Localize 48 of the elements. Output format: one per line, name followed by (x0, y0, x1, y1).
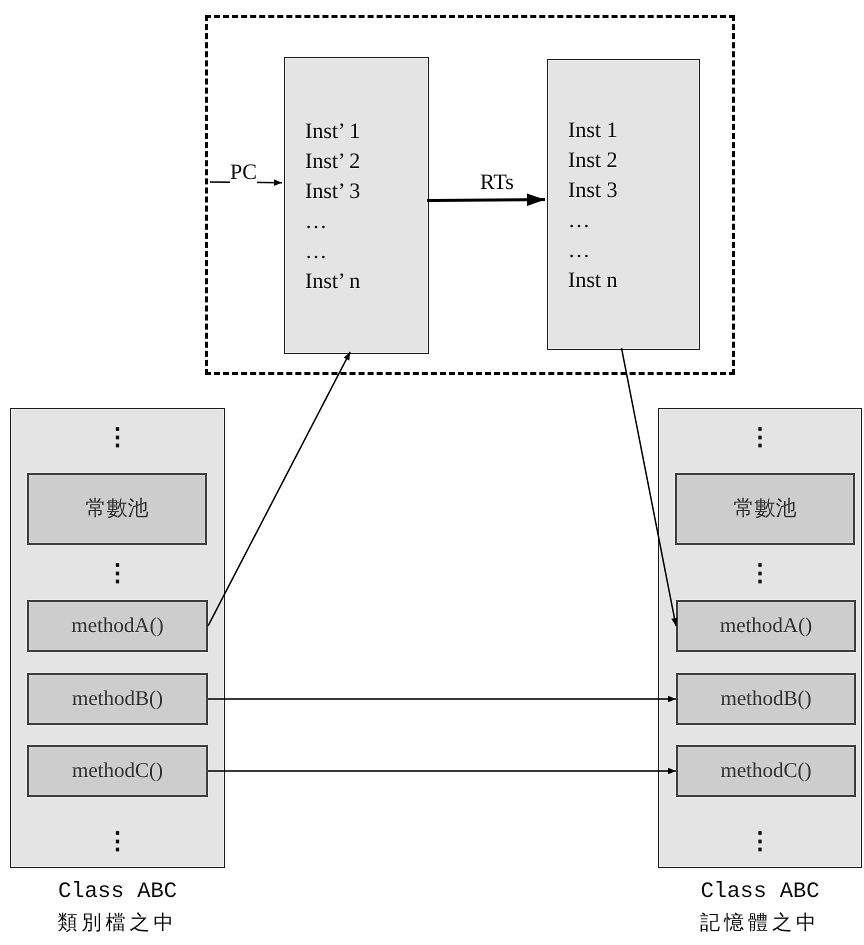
instruction-text: … (568, 236, 590, 264)
instruction-text: Inst 1 (568, 116, 618, 144)
caption-text: Class ABC (58, 878, 177, 906)
instruction-text: Inst’ 1 (305, 116, 360, 144)
instruction-list-box (284, 57, 429, 354)
arrow (620, 348, 678, 626)
ellipsis-text: ⋮ (748, 424, 772, 453)
instruction-text: Inst’ 3 (305, 176, 360, 204)
member-box (27, 600, 208, 652)
instruction-text: Inst’ 2 (305, 146, 360, 174)
member-label: 常數池 (734, 495, 796, 522)
caption-text: 記憶體之中 (700, 911, 820, 936)
member-label: methodB() (72, 685, 163, 712)
member-label: methodB() (720, 685, 812, 712)
instruction-text: Inst 3 (568, 176, 618, 204)
instruction-text: Inst 2 (568, 146, 618, 174)
instruction-text: … (305, 206, 327, 234)
caption-text: 類別檔之中 (58, 911, 178, 936)
member-box (27, 473, 207, 545)
member-box (675, 473, 855, 545)
ellipsis-text: ⋮ (106, 424, 130, 453)
ellipsis-text: ⋮ (748, 560, 772, 589)
instruction-text: … (568, 206, 590, 234)
instruction-list-box (547, 59, 700, 350)
ellipsis-text: ⋮ (106, 828, 130, 857)
member-label: 常數池 (86, 495, 148, 522)
arrow (207, 352, 351, 626)
instruction-text: Inst n (568, 266, 618, 294)
member-label: methodA() (71, 612, 164, 640)
member-box (676, 600, 856, 652)
member-box (676, 673, 856, 725)
class-panel (658, 408, 862, 868)
arrow (208, 696, 676, 702)
arrow (208, 768, 676, 774)
instruction-text: Inst’ n (305, 266, 360, 294)
ellipsis-text: ⋮ (748, 828, 772, 857)
caption-text: Class ABC (700, 878, 820, 906)
class-panel (10, 408, 225, 868)
member-box (27, 673, 208, 725)
dashed-group-frame (205, 15, 735, 375)
instruction-text: … (305, 236, 327, 264)
member-label: methodC() (72, 757, 163, 784)
member-label: methodA() (720, 612, 812, 640)
member-box (27, 745, 208, 797)
member-label: methodC() (720, 757, 812, 784)
arrow (426, 193, 546, 206)
ellipsis-text: ⋮ (106, 560, 130, 589)
member-box (676, 745, 856, 797)
